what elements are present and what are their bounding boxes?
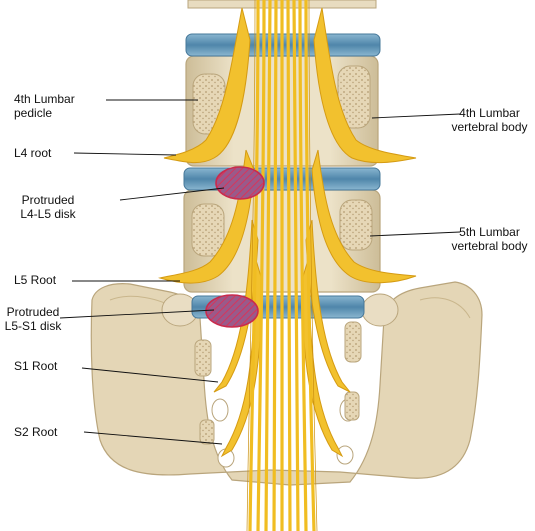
herniation-l4-l5 <box>215 166 265 200</box>
label-protruded-l4-l5-disk: Protruded L4-L5 disk <box>20 193 76 221</box>
label-s1-root: S1 Root <box>14 359 58 373</box>
label-protruded-l5-s1-disk: Protruded L5-S1 disk <box>4 305 62 333</box>
label-s2-root: S2 Root <box>14 425 58 439</box>
label-l5-root: L5 Root <box>14 273 57 287</box>
label-l4-root: L4 root <box>14 146 52 160</box>
herniation-l5-s1 <box>205 294 259 328</box>
label-4th-lumbar-vertebral-body: 4th Lumbar vertebral body <box>451 106 528 134</box>
cauda-equina <box>248 0 316 531</box>
label-4th-lumbar-pedicle: 4th Lumbar pedicle <box>14 92 75 120</box>
leader-lines <box>59 99 461 445</box>
label-5th-lumbar-vertebral-body: 5th Lumbar vertebral body <box>451 225 528 253</box>
sacrum <box>90 281 483 486</box>
cauda-equina-edges <box>246 0 318 531</box>
